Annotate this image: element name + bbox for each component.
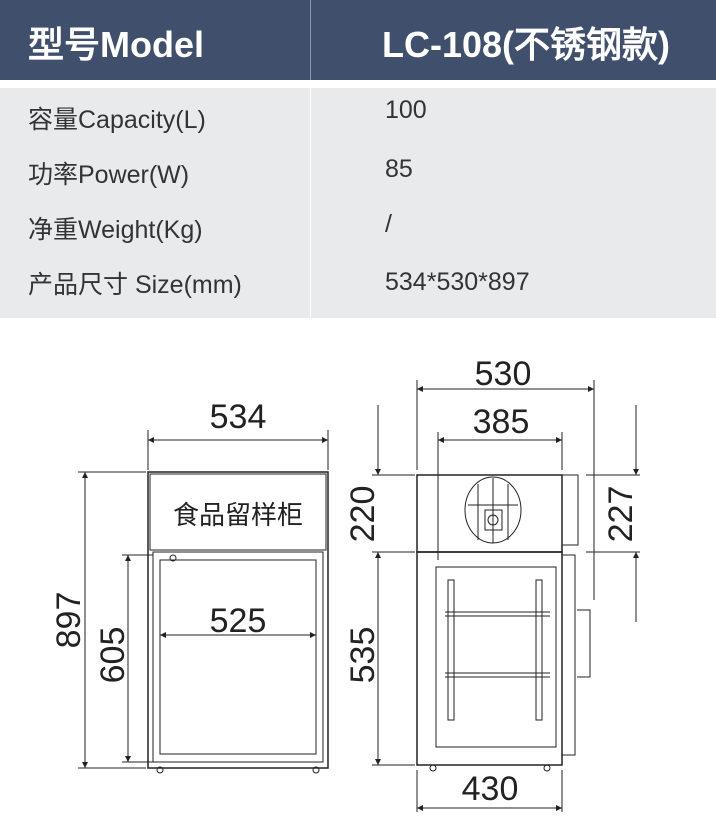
drawing-line bbox=[484, 509, 503, 531]
dim-height-label: 897 bbox=[50, 592, 88, 649]
drawing-line bbox=[543, 764, 551, 772]
front-view: 食品留样柜 534 897 605 525 bbox=[50, 398, 329, 774]
spec-value: 85 bbox=[385, 155, 413, 183]
drawing-line bbox=[535, 579, 543, 721]
cabinet-outline bbox=[147, 471, 329, 769]
spec-table: 容量Capacity(L) 100 功率Power(W) 85 净重Weight… bbox=[0, 88, 716, 318]
header-label: 型号Model bbox=[28, 24, 204, 65]
dim-base-depth-label: 430 bbox=[462, 770, 519, 808]
spec-label: 容量Capacity(L) bbox=[28, 106, 206, 134]
dim-top-height-left-label: 220 bbox=[344, 486, 382, 543]
drawing-line bbox=[487, 514, 499, 526]
top-panel bbox=[149, 473, 327, 551]
spec-value: / bbox=[385, 210, 392, 238]
drawing-line bbox=[447, 579, 455, 721]
dim-inner-width-label: 525 bbox=[210, 602, 267, 640]
panel-text: 食品留样柜 bbox=[173, 500, 303, 530]
spec-label: 功率Power(W) bbox=[28, 161, 190, 189]
dim-top-height-right-label: 227 bbox=[602, 486, 640, 543]
dim-width-label: 534 bbox=[210, 398, 267, 436]
drawing-line bbox=[169, 554, 177, 562]
dim-depth-label: 530 bbox=[475, 355, 532, 393]
door-glass bbox=[159, 559, 317, 755]
drawing-line bbox=[312, 766, 320, 774]
spec-label: 产品尺寸 Size(mm) bbox=[28, 271, 242, 299]
header-label-cell bbox=[0, 0, 311, 80]
door-edge bbox=[561, 554, 576, 756]
dim-top-depth-label: 385 bbox=[473, 403, 530, 441]
top-compartment bbox=[416, 474, 563, 553]
dimension-drawings: 食品留样柜 534 897 605 525 bbox=[50, 355, 640, 812]
header-model-value: LC-108(不锈钢款) bbox=[382, 24, 671, 65]
compressor-icon bbox=[464, 476, 522, 544]
spec-row-weight: 净重Weight(Kg) / bbox=[0, 210, 716, 250]
door-handle bbox=[577, 609, 591, 678]
spec-row-size: 产品尺寸 Size(mm) 534*530*897 bbox=[0, 265, 716, 305]
door-frame bbox=[152, 551, 324, 763]
spec-row-capacity: 容量Capacity(L) 100 bbox=[0, 96, 716, 140]
side-view: 530 385 227 220 535 430 bbox=[344, 355, 640, 812]
drawing-line bbox=[561, 474, 579, 546]
spec-row-power: 功率Power(W) 85 bbox=[0, 155, 716, 195]
table-header: 型号Model LC-108(不锈钢款) bbox=[0, 0, 716, 80]
drawing-line bbox=[429, 764, 437, 772]
spec-value: 534*530*897 bbox=[385, 268, 530, 296]
spec-value: 100 bbox=[385, 96, 427, 124]
spec-label: 净重Weight(Kg) bbox=[28, 216, 203, 244]
drawing-line bbox=[156, 766, 164, 774]
column-divider bbox=[310, 88, 311, 318]
dim-door-height-label: 605 bbox=[94, 627, 132, 684]
lower-body bbox=[416, 551, 563, 766]
drawing-line bbox=[435, 566, 557, 748]
dim-lower-height-label: 535 bbox=[344, 627, 382, 684]
